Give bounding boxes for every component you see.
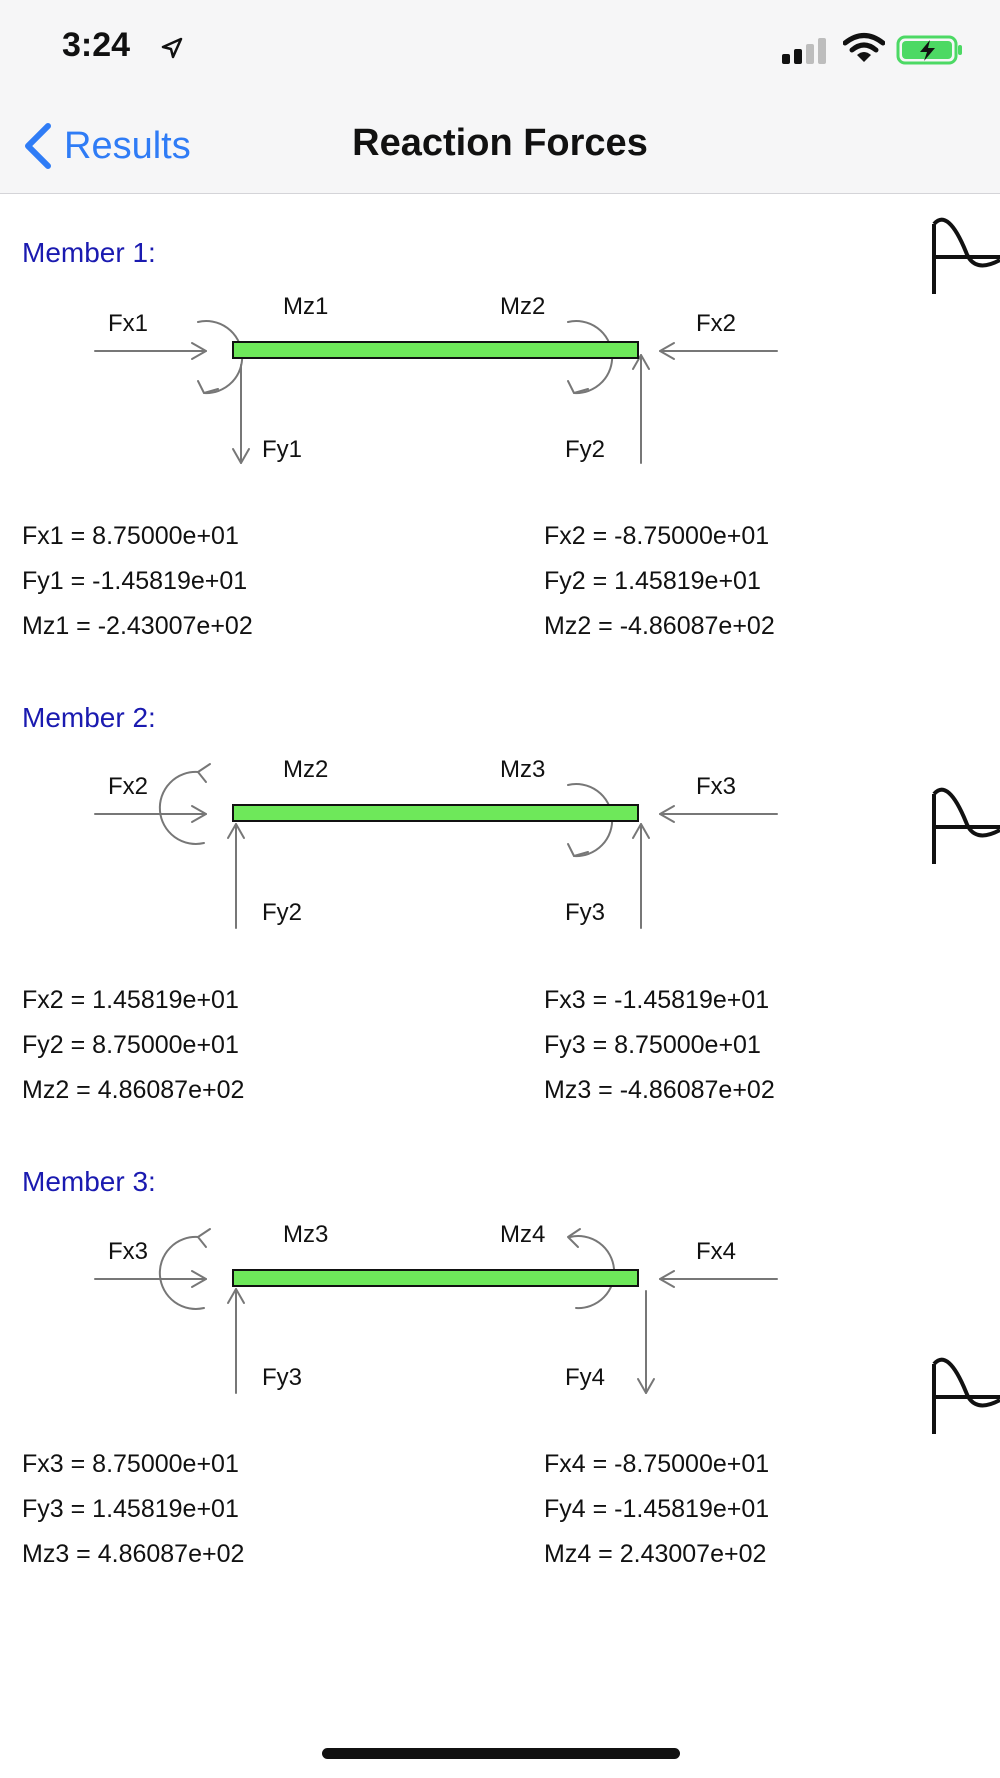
member-1-fy-right-label: Fy2 bbox=[565, 436, 605, 463]
back-button-label: Results bbox=[64, 124, 191, 167]
member-1-mz-right-label: Mz2 bbox=[500, 293, 545, 320]
member-1-fx-left-label: Fx1 bbox=[108, 310, 148, 337]
member-1-left-value: Mz1 = -2.43007e+02 bbox=[22, 612, 253, 640]
member-2-right-value: Fx3 = -1.45819e+01 bbox=[544, 986, 770, 1014]
member-3-beam bbox=[232, 1269, 639, 1287]
member-2-heading: Member 2: bbox=[22, 702, 156, 733]
member-3-fy-right-label: Fy4 bbox=[565, 1364, 605, 1391]
wifi-icon bbox=[843, 33, 885, 62]
member-3-left-value: Fx3 = 8.75000e+01 bbox=[22, 1450, 239, 1478]
member-2-right-value: Mz3 = -4.86087e+02 bbox=[544, 1076, 775, 1104]
status-bar: 3:24 bbox=[0, 0, 1000, 100]
member-3-right-value: Fy4 = -1.45819e+01 bbox=[544, 1495, 770, 1523]
member-3-diagram: Fx3 Fx4 Mz3 Mz4 Fy3 Fy4 bbox=[94, 1221, 778, 1394]
home-indicator[interactable] bbox=[322, 1748, 680, 1759]
location-arrow-icon bbox=[161, 37, 183, 59]
member-3-mz-left-arc bbox=[158, 1235, 205, 1310]
member-2-mz-right-label: Mz3 bbox=[500, 756, 545, 783]
member-1-right-value: Fx2 = -8.75000e+01 bbox=[544, 522, 770, 550]
member-1-fx-right-label: Fx2 bbox=[696, 310, 736, 337]
cellular-signal-icon bbox=[782, 38, 826, 64]
status-time: 3:24 bbox=[62, 26, 131, 64]
member-3-heading: Member 3: bbox=[22, 1166, 156, 1197]
clipped-content-glyph bbox=[932, 217, 1000, 294]
member-3-mz-right-label: Mz4 bbox=[500, 1221, 545, 1248]
member-2-mz-left-label: Mz2 bbox=[283, 756, 328, 783]
member-2-left-value: Mz2 = 4.86087e+02 bbox=[22, 1076, 245, 1104]
member-1-beam bbox=[232, 341, 639, 359]
member-1-diagram: Fx1 Fx2 Mz1 Mz2 Fy1 Fy2 bbox=[94, 293, 778, 464]
member-2-fy-left-label: Fy2 bbox=[262, 899, 302, 926]
battery-charging-icon bbox=[896, 35, 962, 65]
member-2-diagram: Fx2 Fx3 Mz2 Mz3 Fy2 Fy3 bbox=[94, 756, 778, 929]
chevron-left-icon bbox=[25, 123, 51, 169]
member-3-mz-left-label: Mz3 bbox=[283, 1221, 328, 1248]
back-button[interactable]: Results bbox=[18, 118, 191, 174]
member-1-left-value: Fy1 = -1.45819e+01 bbox=[22, 567, 248, 595]
member-1-right-value: Fy2 = 1.45819e+01 bbox=[544, 567, 761, 595]
member-2-mz-left-arc bbox=[158, 770, 205, 845]
member-1-heading: Member 1: bbox=[22, 237, 156, 268]
member-3-left-value: Fy3 = 1.45819e+01 bbox=[22, 1495, 239, 1523]
clipped-content-glyph bbox=[932, 787, 1000, 864]
member-3-right-value: Mz4 = 2.43007e+02 bbox=[544, 1540, 767, 1568]
member-1-fy-left-label: Fy1 bbox=[262, 436, 302, 463]
member-2-beam bbox=[232, 804, 639, 822]
member-3-fx-right-label: Fx4 bbox=[696, 1238, 736, 1265]
member-3-fx-left-label: Fx3 bbox=[108, 1238, 148, 1265]
member-1-mz-left-label: Mz1 bbox=[283, 293, 328, 320]
member-2-fx-left-label: Fx2 bbox=[108, 773, 148, 800]
member-3-right-value: Fx4 = -8.75000e+01 bbox=[544, 1450, 770, 1478]
member-3-fy-left-label: Fy3 bbox=[262, 1364, 302, 1391]
navigation-bar: Results Reaction Forces bbox=[0, 100, 1000, 194]
member-1-right-value: Mz2 = -4.86087e+02 bbox=[544, 612, 775, 640]
member-2-fx-right-label: Fx3 bbox=[696, 773, 736, 800]
member-2-right-value: Fy3 = 8.75000e+01 bbox=[544, 1031, 761, 1059]
page-title: Reaction Forces bbox=[352, 122, 648, 164]
member-2-fy-right-label: Fy3 bbox=[565, 899, 605, 926]
member-3-left-value: Mz3 = 4.86087e+02 bbox=[22, 1540, 245, 1568]
clipped-content-glyph bbox=[932, 1357, 1000, 1434]
member-2-left-value: Fy2 = 8.75000e+01 bbox=[22, 1031, 239, 1059]
member-2-left-value: Fx2 = 1.45819e+01 bbox=[22, 986, 239, 1014]
member-1-left-value: Fx1 = 8.75000e+01 bbox=[22, 522, 239, 550]
